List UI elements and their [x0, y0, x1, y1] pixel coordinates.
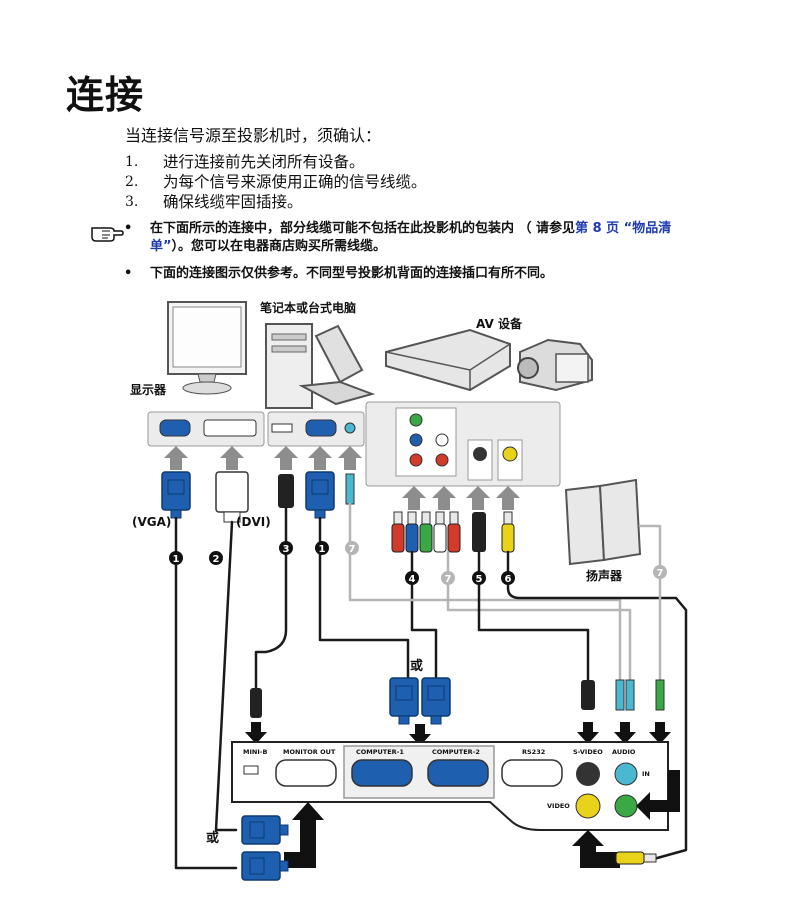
or-label: 或 — [410, 658, 423, 674]
note-1-text-a: 在下面所示的连接中，部分线缆可能不包括在此投影机的包装内 （ 请参见 — [150, 221, 576, 236]
cable-number-badges: 1 2 3 1 7 4 7 5 6 7 — [169, 541, 667, 585]
monitor-device — [167, 301, 247, 395]
mini-b-plug — [250, 688, 262, 718]
av-port-panel — [365, 401, 561, 487]
audio-plug-out — [655, 679, 665, 711]
svg-text:MINI-B: MINI-B — [243, 748, 267, 756]
video-arrow — [572, 830, 620, 868]
bullet-1: • — [124, 221, 133, 236]
svg-text:5: 5 — [476, 574, 483, 585]
svg-text:2: 2 — [213, 554, 220, 565]
audio-in-arrow — [636, 770, 680, 820]
svg-text:IN: IN — [642, 770, 650, 778]
step-number: 3. — [125, 194, 139, 210]
projector-panel: MINI-B MONITOR OUT COMPUTER-1 COMPUTER-2… — [231, 741, 669, 831]
svg-text:RS232: RS232 — [522, 748, 545, 756]
dvi-label: (DVI) — [236, 515, 271, 529]
svg-text:7: 7 — [445, 574, 452, 585]
list-item: 2. 为每个信号来源使用正确的信号线缆。 — [125, 172, 427, 192]
page-reference-link[interactable]: 第 8 页 “物品清 — [575, 221, 672, 236]
vga-label: (VGA) — [132, 515, 171, 529]
svg-text:7: 7 — [657, 568, 664, 579]
audio-plug — [345, 473, 355, 505]
page-title: 连接 — [66, 73, 145, 117]
svg-text:AUDIO: AUDIO — [612, 748, 636, 756]
computer-label: 笔记本或台式电脑 — [260, 300, 356, 315]
svg-text:COMPUTER-1: COMPUTER-1 — [356, 748, 404, 756]
av-device — [385, 328, 593, 392]
svg-text:S-VIDEO: S-VIDEO — [573, 748, 603, 756]
page-reference-link-cont[interactable]: 单” — [150, 239, 172, 254]
computer-device — [265, 323, 376, 409]
av-label: AV 设备 — [476, 316, 523, 331]
step-text: 为每个信号来源使用正确的信号线缆。 — [163, 173, 427, 191]
or-label-2: 或 — [206, 830, 219, 846]
svideo-plug-lower — [581, 680, 595, 710]
svg-text:3: 3 — [283, 544, 290, 555]
monitor-port-panel — [147, 411, 265, 447]
audio-plug-lower — [615, 679, 625, 711]
usb-plug — [278, 474, 294, 508]
computer-port-panel — [267, 411, 365, 447]
svg-text:VIDEO: VIDEO — [547, 802, 570, 810]
pointing-hand-icon — [91, 227, 124, 242]
connection-diagram: 显示器 笔记本或台式电脑 AV 设备 扬声器 — [130, 300, 688, 881]
svg-text:6: 6 — [505, 574, 512, 585]
step-list: 1. 进行连接前先关闭所有设备。 2. 为每个信号来源使用正确的信号线缆。 3.… — [125, 152, 427, 212]
speaker-device — [564, 478, 642, 566]
note-2: 下面的连接图示仅供参考。不同型号投影机背面的连接插口有所不同。 — [150, 266, 554, 281]
svg-text:COMPUTER-2: COMPUTER-2 — [432, 748, 480, 756]
step-number: 1. — [125, 154, 139, 170]
list-item: 3. 确保线缆牢固插接。 — [125, 192, 427, 212]
vga-plug — [161, 471, 191, 519]
bullet-2: • — [124, 266, 133, 281]
step-text: 确保线缆牢固插接。 — [163, 193, 303, 211]
step-number: 2. — [125, 174, 139, 190]
svg-text:7: 7 — [349, 544, 356, 555]
intro-text: 当连接信号源至投影机时，须确认： — [125, 126, 382, 145]
monitor-out-arrow — [284, 802, 324, 868]
vga-plug-2 — [305, 471, 335, 519]
list-item: 1. 进行连接前先关闭所有设备。 — [125, 152, 427, 172]
monitor-label: 显示器 — [130, 383, 167, 397]
note-1: 在下面所示的连接中，部分线缆可能不包括在此投影机的包装内 （ 请参见第 8 页 … — [150, 220, 671, 256]
audio-plug-lower-2 — [625, 679, 635, 711]
speakers-label: 扬声器 — [586, 568, 623, 583]
step-text: 进行连接前先关闭所有设备。 — [163, 153, 365, 171]
dvi-plug — [215, 471, 249, 523]
note-1-text-b: ）。您可以在电器商店购买所需线缆。 — [171, 239, 387, 254]
svg-text:1: 1 — [319, 544, 326, 555]
svideo-plug — [472, 512, 486, 552]
svg-text:MONITOR OUT: MONITOR OUT — [283, 748, 336, 756]
svg-text:4: 4 — [409, 574, 416, 585]
svg-text:1: 1 — [173, 554, 180, 565]
